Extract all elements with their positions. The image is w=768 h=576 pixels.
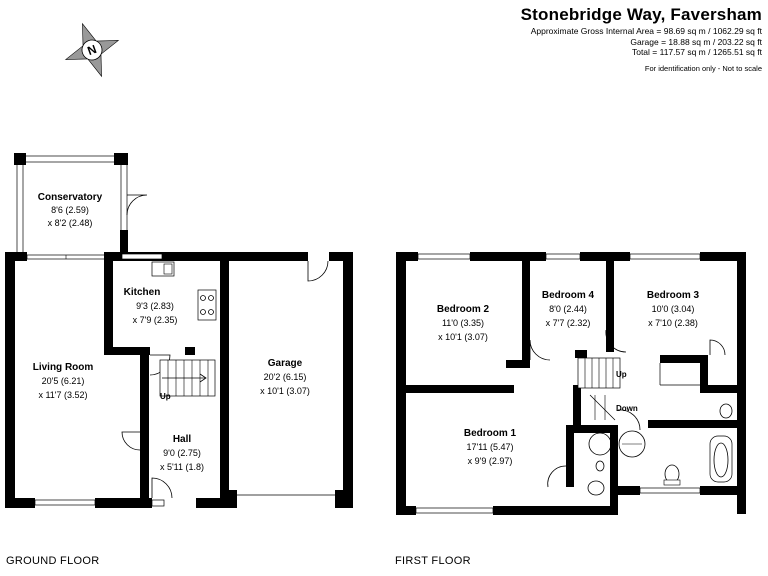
- first-floor-label: FIRST FLOOR: [395, 555, 471, 567]
- bathroom-fixtures: [587, 403, 733, 496]
- ground-floor-plan: [5, 153, 353, 508]
- ground-stairs: [159, 359, 216, 397]
- property-title: Stonebridge Way, Faversham: [520, 5, 762, 24]
- room-garage-dim2: x 10'1 (3.07): [260, 386, 310, 396]
- room-conservatory-dim1: 8'6 (2.59): [51, 205, 89, 215]
- first-stairs-up-label: Up: [616, 370, 627, 379]
- room-bedroom3-dim2: x 7'10 (2.38): [648, 318, 698, 328]
- room-bedroom2-name: Bedroom 2: [437, 304, 490, 315]
- room-bedroom4-dim2: x 7'7 (2.32): [546, 318, 591, 328]
- room-bedroom4-name: Bedroom 4: [542, 290, 595, 301]
- room-garage-dim1: 20'2 (6.15): [264, 372, 307, 382]
- room-kitchen-name: Kitchen: [124, 287, 161, 298]
- room-hall-name: Hall: [173, 434, 192, 445]
- first-stairs-down-label: Down: [616, 404, 638, 413]
- gross-area-text: Approximate Gross Internal Area = 98.69 …: [530, 26, 762, 36]
- total-area-text: Total = 117.57 sq m / 1265.51 sq ft: [631, 47, 762, 57]
- room-living-dim2: x 11'7 (3.52): [38, 390, 87, 400]
- room-bedroom3-dim1: 10'0 (3.04): [652, 304, 695, 314]
- room-bedroom2-dim1: 11'0 (3.35): [442, 318, 484, 328]
- room-kitchen-dim1: 9'3 (2.83): [136, 301, 174, 311]
- compass-icon: N: [64, 22, 120, 78]
- room-garage-name: Garage: [268, 358, 303, 369]
- room-living-name: Living Room: [33, 362, 94, 373]
- room-bedroom1-dim2: x 9'9 (2.97): [468, 456, 513, 466]
- room-kitchen-dim2: x 7'9 (2.35): [133, 315, 178, 325]
- room-conservatory-dim2: x 8'2 (2.48): [48, 218, 93, 228]
- first-floor-stairs: [577, 357, 621, 421]
- disclaimer-note: For identification only - Not to scale: [644, 63, 762, 73]
- room-conservatory-name: Conservatory: [38, 192, 103, 203]
- plan-header: Stonebridge Way, Faversham Approximate G…: [521, 4, 762, 73]
- room-hall-dim1: 9'0 (2.75): [163, 448, 201, 458]
- ground-floor-label: GROUND FLOOR: [6, 555, 100, 567]
- first-floor-plan: [396, 252, 746, 515]
- room-bedroom1-dim1: 17'11 (5.47): [466, 442, 513, 452]
- ground-stairs-up-label: Up: [160, 392, 171, 401]
- room-bedroom4-dim1: 8'0 (2.44): [549, 304, 587, 314]
- room-bedroom3-name: Bedroom 3: [647, 290, 700, 301]
- garage-area-text: Garage = 18.88 sq m / 203.22 sq ft: [630, 36, 762, 47]
- room-bedroom1-name: Bedroom 1: [464, 428, 517, 439]
- room-bedroom2-dim2: x 10'1 (3.07): [438, 332, 488, 342]
- room-hall-dim2: x 5'11 (1.8): [160, 462, 204, 472]
- room-living-dim1: 20'5 (6.21): [42, 376, 85, 386]
